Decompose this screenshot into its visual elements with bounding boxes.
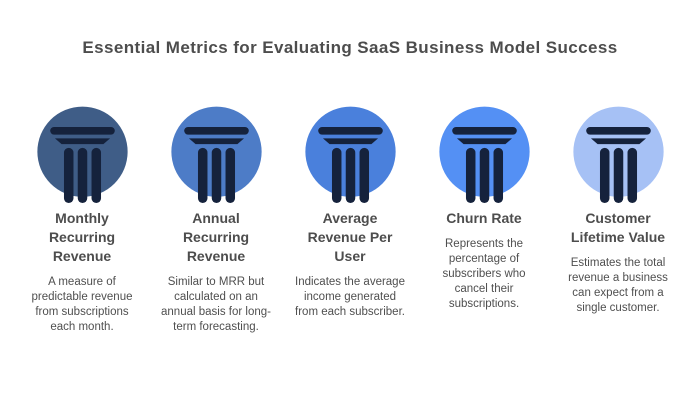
metric-description: Indicates the average income generated f… [295, 276, 405, 318]
metric-column-arpu: Average Revenue Per User Indicates the a… [283, 104, 417, 320]
metric-column-arr: Annual Recurring Revenue Similar to MRR … [149, 104, 283, 335]
pillar-glyph [49, 127, 115, 203]
pillar-icon [438, 106, 530, 203]
metric-description: A measure of predictable revenue from su… [31, 276, 133, 333]
metric-title: Average Revenue Per User [307, 210, 393, 264]
pillar-glyph [183, 127, 249, 203]
metric-description: Similar to MRR but calculated on an annu… [161, 276, 271, 333]
metric-title: Annual Recurring Revenue [182, 210, 250, 264]
pillar-glyph [317, 127, 383, 203]
metric-description: Represents the percentage of subscribers… [442, 238, 526, 310]
page-title: Essential Metrics for Evaluating SaaS Bu… [82, 38, 618, 57]
metric-title: Monthly Recurring Revenue [48, 210, 116, 264]
metric-description: Estimates the total revenue a business c… [568, 257, 668, 314]
metric-column-mrr: Monthly Recurring Revenue A measure of p… [15, 104, 149, 335]
metric-title: Churn Rate [446, 210, 522, 226]
metric-title: Customer Lifetime Value [570, 210, 666, 245]
pillar-icon [572, 106, 664, 203]
metric-column-churn: Churn Rate Represents the percentage of … [417, 104, 551, 312]
pillar-icon [36, 106, 128, 203]
pillar-icon [170, 106, 262, 203]
pillar-icon [304, 106, 396, 203]
metric-column-clv: Customer Lifetime Value Estimates the to… [551, 104, 685, 316]
pillar-glyph [585, 127, 651, 203]
metrics-row: Monthly Recurring Revenue A measure of p… [0, 104, 700, 335]
pillar-glyph [451, 127, 517, 203]
